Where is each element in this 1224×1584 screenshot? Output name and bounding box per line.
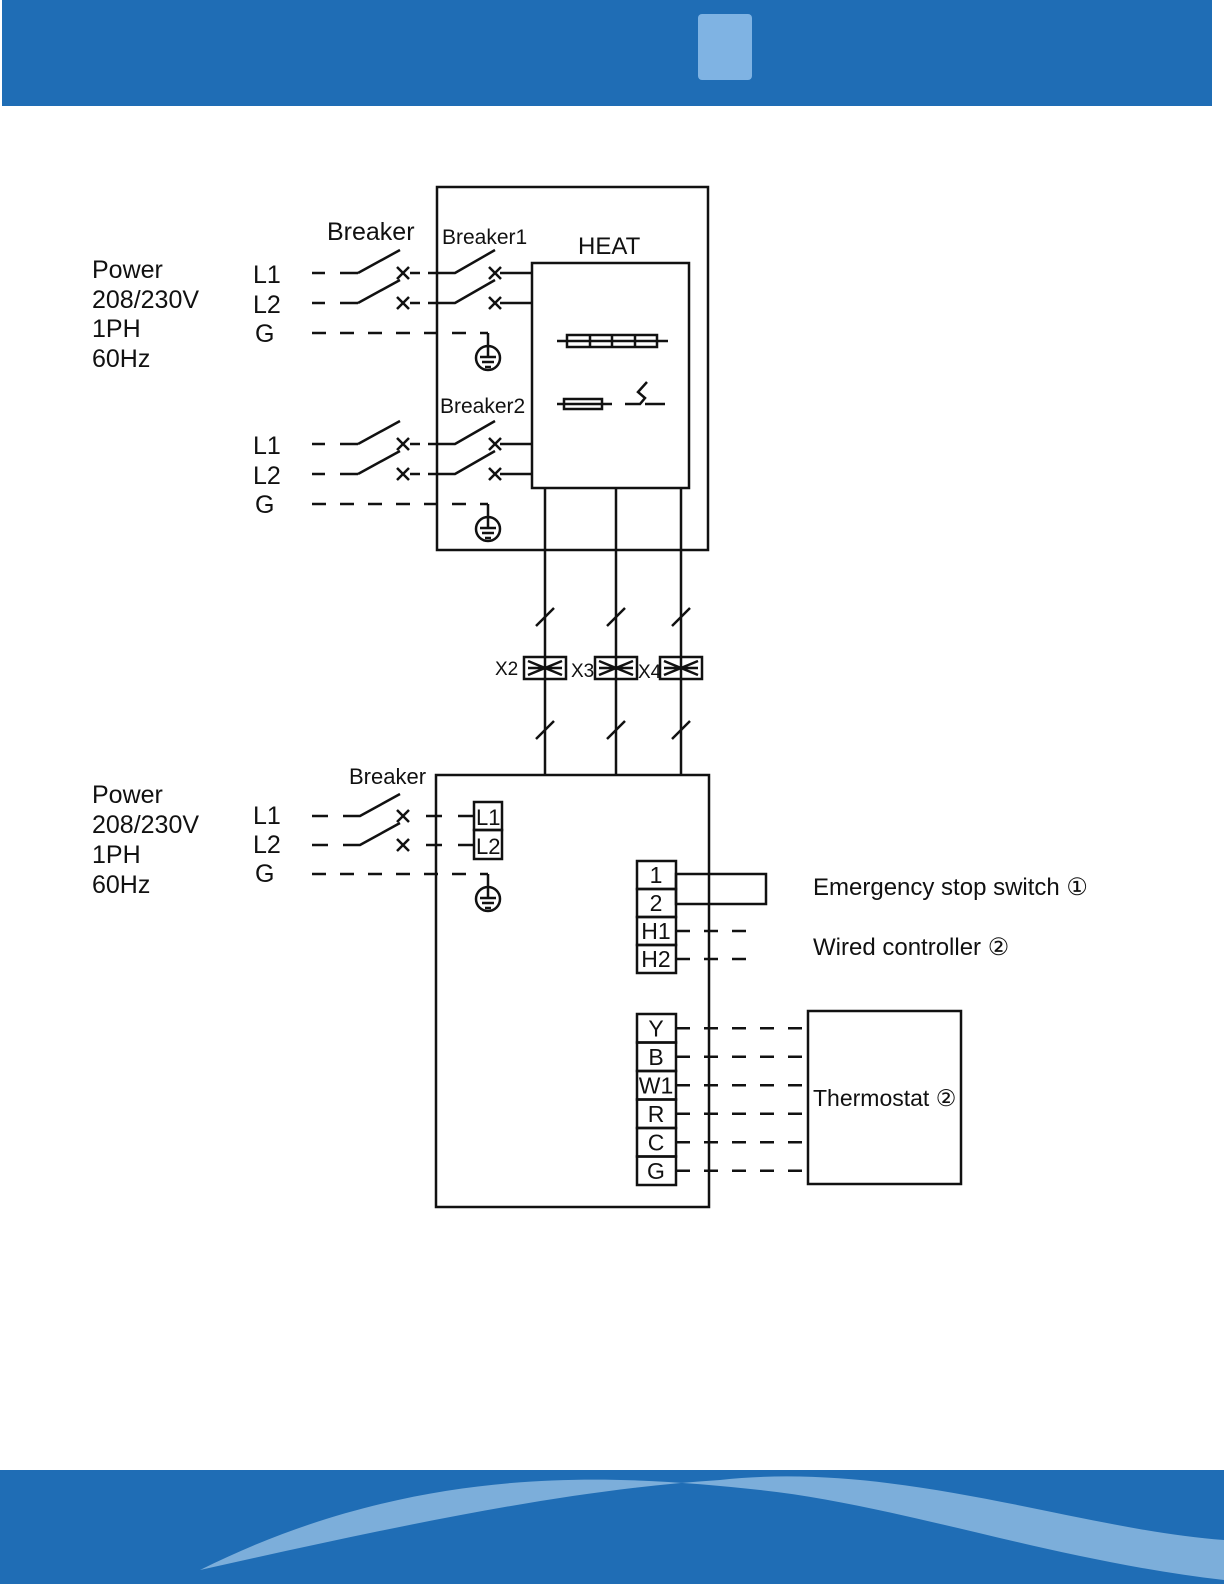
terminal-label: G (647, 1158, 665, 1184)
lower-wiring (312, 792, 502, 913)
breaker-switch (357, 278, 401, 305)
breaker-switch (357, 449, 401, 476)
emergency-stop-loop (674, 872, 768, 906)
terminal-label: B (648, 1044, 663, 1070)
breaker-contact-x (396, 296, 410, 310)
svg-text:L2: L2 (253, 291, 281, 319)
terminal-label: 2 (650, 890, 663, 916)
lower-line-labels: L1 L2 G (253, 802, 281, 888)
svg-text:L2: L2 (253, 462, 281, 490)
thermostat-box (806, 1009, 963, 1186)
input-terminal-block: L1 L2 (472, 800, 504, 861)
breaker-contact-x (396, 467, 410, 481)
breaker-switch (312, 792, 401, 818)
svg-text:L1: L1 (476, 805, 500, 830)
connector-x-mark (598, 659, 634, 677)
breaker-switch (357, 248, 401, 275)
connector-block (658, 655, 704, 681)
lower-breaker-label: Breaker (349, 764, 426, 789)
emergency-stop-label: Emergency stop switch ① (813, 874, 1088, 901)
wire-slash (671, 607, 691, 627)
upper-unit-box (435, 185, 710, 552)
upper-power-label: Power 208/230V 1PH 60Hz (92, 256, 199, 373)
svg-text:G: G (255, 860, 274, 888)
breaker-contact-x (396, 809, 410, 823)
breaker-label: Breaker (327, 218, 415, 246)
breaker-switch (440, 419, 496, 446)
fuse-icon (557, 397, 612, 411)
breaker2-label: Breaker2 (440, 395, 525, 418)
svg-text:60Hz: 60Hz (92, 345, 150, 373)
breaker-contact-x (396, 266, 410, 280)
ground-icon-lines (480, 346, 496, 369)
ground-icon-lines (480, 517, 496, 540)
connector-x4-label: X4 (638, 662, 662, 683)
terminal-label: H1 (641, 918, 670, 944)
breaker-contact-x (396, 838, 410, 852)
svg-text:208/230V: 208/230V (92, 286, 199, 314)
breaker-switch (440, 278, 496, 305)
heater-element-icon (557, 333, 668, 349)
svg-text:208/230V: 208/230V (92, 811, 199, 839)
upper-wiring (312, 248, 532, 543)
breaker-switch (357, 419, 401, 446)
thermostat-label: Thermostat ② (813, 1085, 956, 1111)
footer-bar (0, 1470, 1224, 1584)
terminal-label: 1 (650, 862, 663, 888)
svg-text:Power: Power (92, 256, 163, 284)
svg-text:60Hz: 60Hz (92, 871, 150, 899)
wire-slash (535, 720, 555, 740)
svg-text:L1: L1 (253, 432, 281, 460)
heat-box (530, 261, 691, 490)
interconnect-wires (522, 488, 704, 775)
connector-x-mark (527, 659, 563, 677)
svg-text:L2: L2 (476, 834, 500, 859)
lower-power-label: Power 208/230V 1PH 60Hz (92, 781, 199, 899)
connector-block (522, 655, 568, 681)
svg-text:L1: L1 (253, 261, 281, 289)
breaker-switch (312, 821, 401, 847)
breaker1-label: Breaker1 (442, 226, 527, 249)
connector-block (593, 655, 639, 681)
terminal-label: W1 (639, 1073, 674, 1099)
svg-text:L1: L1 (253, 802, 281, 830)
connector-x3-label: X3 (571, 661, 594, 682)
wire-slash (606, 720, 626, 740)
connector-x2-label: X2 (495, 659, 518, 680)
breaker-switch (440, 449, 496, 476)
header-bar (2, 0, 1212, 106)
terminal-label: H2 (641, 946, 670, 972)
breaker-contact-x (488, 296, 502, 310)
wired-controller-label: Wired controller ② (813, 934, 1009, 961)
svg-text:1PH: 1PH (92, 841, 141, 869)
wire-slash (535, 607, 555, 627)
svg-text:L2: L2 (253, 831, 281, 859)
svg-text:Power: Power (92, 781, 163, 809)
terminal-label: R (648, 1101, 665, 1127)
lower-unit-box (434, 773, 711, 1209)
terminal-label: C (648, 1130, 665, 1156)
breaker-contact-x (488, 467, 502, 481)
footer-wave (200, 1476, 1224, 1580)
header-tab-marker (698, 14, 752, 80)
upper-line-labels: L1 L2 G L1 L2 G (253, 261, 281, 519)
breaker-switch (440, 248, 496, 275)
svg-text:G: G (255, 491, 274, 519)
breaker-contact-x (488, 437, 502, 451)
wire-slash (671, 720, 691, 740)
breaker-contact-x (396, 437, 410, 451)
terminal-label: Y (648, 1016, 663, 1042)
ground-icon-lines (480, 887, 496, 910)
svg-text:1PH: 1PH (92, 315, 141, 343)
svg-text:G: G (255, 320, 274, 348)
breaker-contact-x (488, 266, 502, 280)
connector-x-mark (663, 659, 699, 677)
heat-label: HEAT (578, 233, 641, 260)
wire-slash (606, 607, 626, 627)
thermal-protector-icon (625, 381, 648, 406)
